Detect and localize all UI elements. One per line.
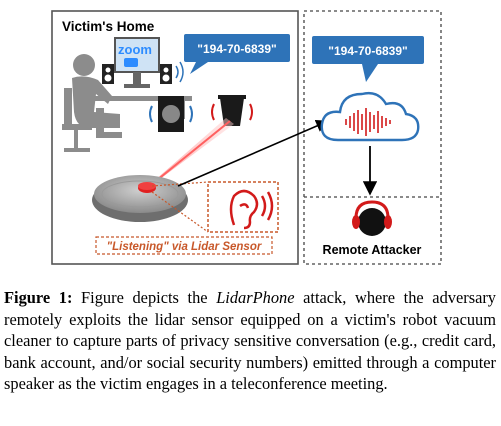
desk-speaker-left: [102, 64, 114, 84]
speaker-soundwave-icon: [175, 61, 184, 83]
caption-text-part2: attack, where the adversary remotely exp…: [4, 288, 497, 394]
ear-icon: [229, 189, 274, 230]
figure-diagram: Victim's Home zoom: [51, 10, 442, 265]
caption-text-part1: Figure depicts the: [72, 288, 217, 307]
victim-home-label: Victim's Home: [62, 19, 155, 34]
speech-bubble-home-text: "194-70-6839": [197, 42, 276, 56]
desk-speaker-right: [160, 64, 172, 84]
zoom-logo: zoom: [118, 42, 152, 57]
figure-caption: Figure 1: Figure depicts the LidarPhone …: [4, 287, 496, 395]
ear-box: [207, 181, 279, 233]
laser-beam-core: [150, 120, 231, 186]
speech-bubble-cloud: [312, 36, 424, 82]
desk: [92, 96, 192, 101]
floor-speaker-wave-icon: [149, 105, 193, 123]
lidar-callout-lines: [151, 181, 209, 233]
attacker-label: Remote Attacker: [323, 243, 422, 257]
victim-home-box: [51, 10, 299, 265]
attacker-icon: [352, 200, 392, 236]
victim-person: [62, 54, 122, 152]
caption-emphasis: LidarPhone: [216, 288, 295, 307]
zoom-video-icon: [124, 58, 138, 67]
caption-label: Figure 1:: [4, 288, 73, 307]
upload-arrow: [177, 119, 329, 187]
speech-bubble-cloud-text: "194-70-6839": [328, 44, 407, 58]
audio-waveform-icon: [345, 108, 391, 136]
trash-can-wave-icon: [211, 103, 253, 121]
listening-label-box: [95, 236, 273, 255]
listening-label: "Listening" via Lidar Sensor: [107, 241, 262, 253]
floor-speaker: [158, 96, 184, 132]
speech-bubble-home: [184, 34, 290, 74]
robot-vacuum: [92, 175, 188, 222]
remote-box: [303, 10, 442, 265]
